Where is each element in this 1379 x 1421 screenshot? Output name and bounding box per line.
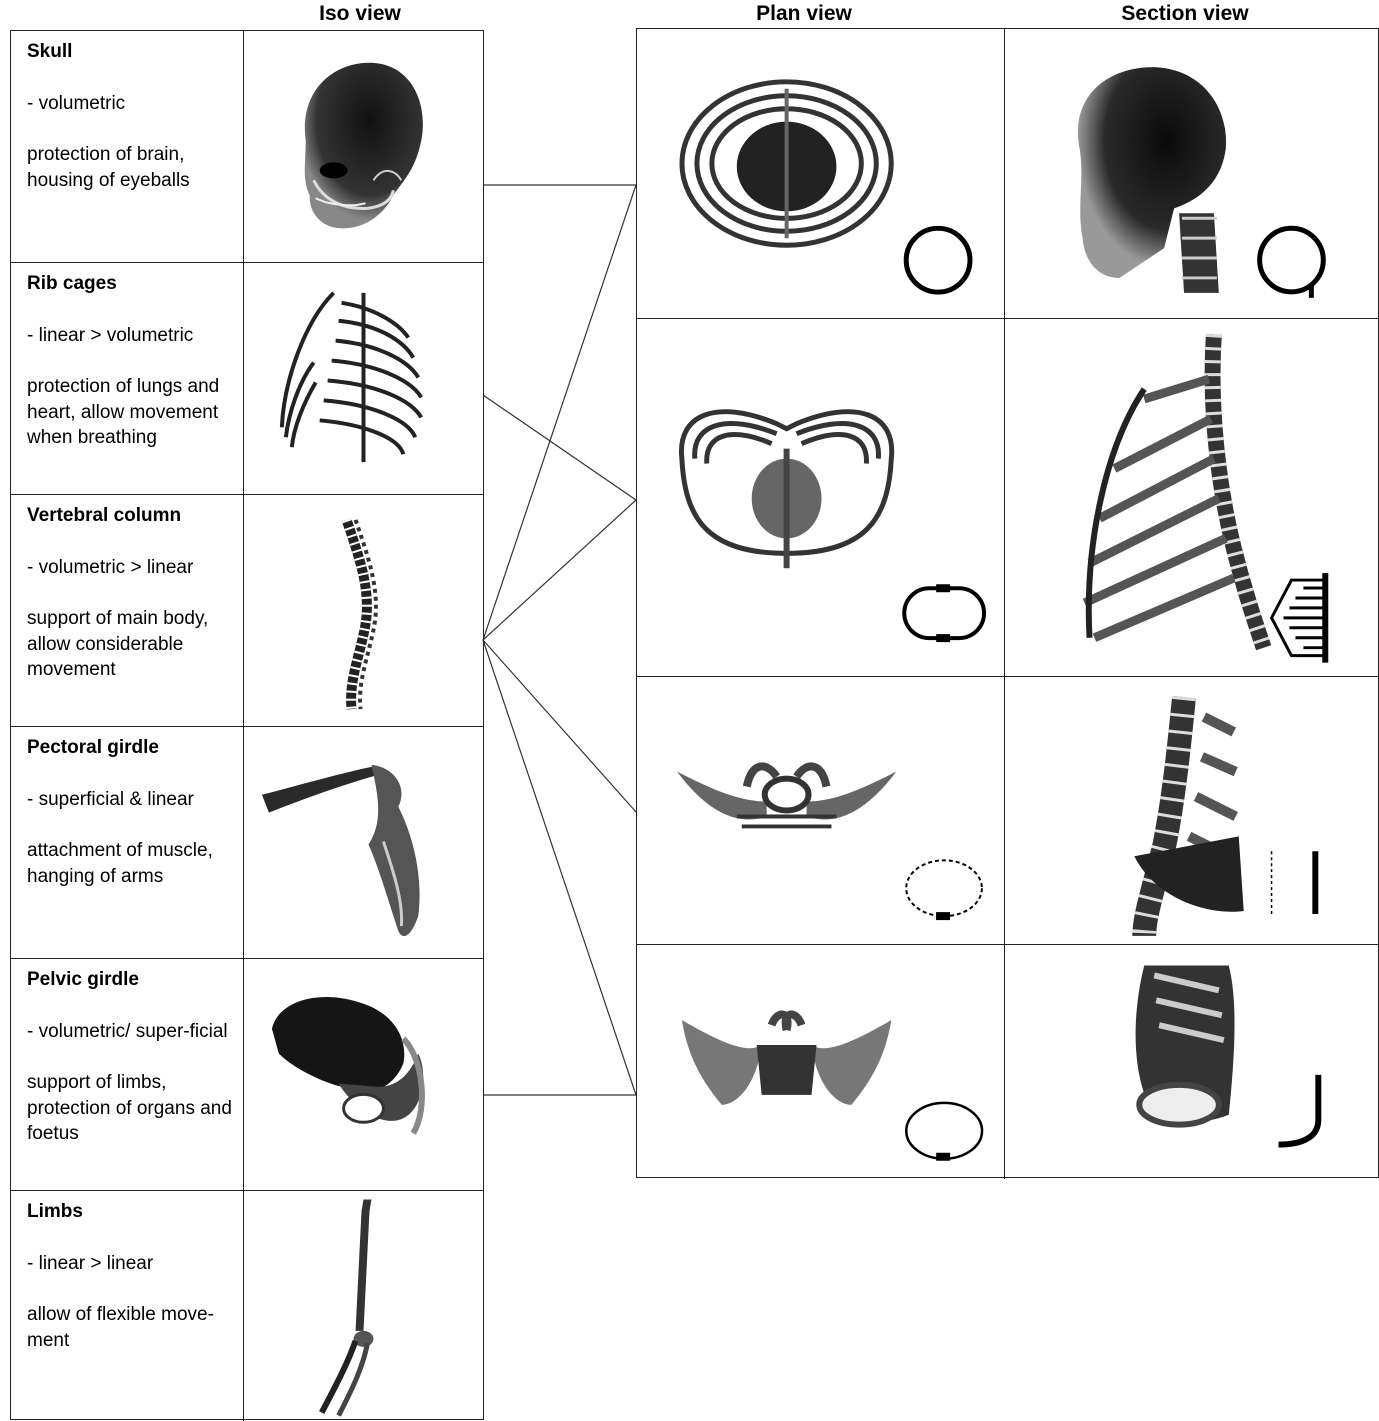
rib-cage-side-view-icon — [1005, 319, 1378, 676]
row-text-pelvic-girdle: Pelvic girdle - volumetric/ super-ficial… — [11, 959, 244, 1190]
pectoral-girdle-icon — [244, 727, 483, 958]
dashed-circle-symbol — [906, 860, 982, 920]
row-title: Pectoral girdle — [27, 735, 235, 761]
row-geometry: - volumetric — [27, 91, 235, 117]
hatched-wedge-symbol — [1272, 573, 1326, 663]
thin-circle-symbol — [906, 1103, 982, 1161]
pelvic-girdle-icon — [244, 959, 483, 1190]
solid-circle-symbol — [906, 228, 970, 292]
dashed-and-solid-line-symbol — [1272, 851, 1316, 914]
limb-bones-icon — [244, 1191, 483, 1421]
rib-cage-icon — [244, 263, 483, 494]
row-geometry: - linear > linear — [27, 1251, 235, 1277]
table-row-skull: Skull - volumetric protection of brain, … — [11, 31, 483, 263]
connector-vertebral-skull — [483, 185, 636, 640]
row-text-pectoral-girdle: Pectoral girdle - superficial & linear a… — [11, 727, 244, 958]
row-title: Rib cages — [27, 271, 235, 297]
connector-vertebral-pelvis — [483, 640, 636, 1095]
views-table — [636, 28, 1379, 1178]
row-function: allow of flexible move-ment — [27, 1302, 235, 1353]
row-function: attachment of muscle, hanging of arms — [27, 838, 235, 889]
plan-view-header: Plan view — [636, 2, 972, 26]
vertebra-top-view-icon — [637, 677, 1005, 944]
row-geometry: - linear > volumetric — [27, 323, 235, 349]
open-circle-hook-symbol — [1260, 228, 1324, 298]
bone-classification-table: Skull - volumetric protection of brain, … — [10, 30, 484, 1420]
row-function: support of limbs, protection of organs a… — [27, 1070, 235, 1147]
row-title: Skull — [27, 39, 235, 65]
pelvis-top-view-icon — [637, 945, 1005, 1179]
pelvis-side-view-icon — [1005, 945, 1378, 1179]
section-view-header: Section view — [1010, 2, 1360, 26]
row-title: Vertebral column — [27, 503, 235, 529]
row-function: protection of brain, housing of eyeballs — [27, 142, 235, 193]
view-row-pelvis — [637, 945, 1378, 1179]
table-row-limbs: Limbs - linear > linear allow of flexibl… — [11, 1191, 483, 1421]
view-row-vertebra — [637, 677, 1378, 945]
row-title: Pelvic girdle — [27, 967, 235, 993]
connector-ribcage-plan — [483, 395, 636, 500]
table-row-rib-cages: Rib cages - linear > volumetric protecti… — [11, 263, 483, 495]
j-curve-symbol — [1279, 1075, 1319, 1145]
lumbar-spine-side-view-icon — [1005, 677, 1378, 944]
skull-icon — [244, 31, 483, 262]
row-function: support of main body, allow considerable… — [27, 606, 235, 683]
row-title: Limbs — [27, 1199, 235, 1225]
iso-view-header: Iso view — [245, 2, 475, 26]
row-geometry: - volumetric/ super-ficial — [27, 1019, 235, 1045]
view-row-rib-cage — [637, 319, 1378, 677]
table-row-pectoral-girdle: Pectoral girdle - superficial & linear a… — [11, 727, 483, 959]
oval-symbol — [904, 584, 984, 642]
row-geometry: - superficial & linear — [27, 787, 235, 813]
skull-side-view-icon — [1005, 29, 1378, 318]
row-text-skull: Skull - volumetric protection of brain, … — [11, 31, 244, 262]
rib-cage-top-view-icon — [637, 319, 1005, 676]
row-geometry: - volumetric > linear — [27, 555, 235, 581]
connector-vertebral-ribcage — [483, 500, 636, 640]
skull-top-view-icon — [637, 29, 1005, 318]
row-function: protection of lungs and heart, allow mov… — [27, 374, 235, 451]
connector-vertebral-vertebra — [483, 640, 636, 812]
row-text-vertebral-column: Vertebral column - volumetric > linear s… — [11, 495, 244, 726]
row-text-limbs: Limbs - linear > linear allow of flexibl… — [11, 1191, 244, 1421]
vertebral-column-icon — [244, 495, 483, 726]
table-row-vertebral-column: Vertebral column - volumetric > linear s… — [11, 495, 483, 727]
view-row-skull — [637, 29, 1378, 319]
table-row-pelvic-girdle: Pelvic girdle - volumetric/ super-ficial… — [11, 959, 483, 1191]
row-text-rib-cages: Rib cages - linear > volumetric protecti… — [11, 263, 244, 494]
